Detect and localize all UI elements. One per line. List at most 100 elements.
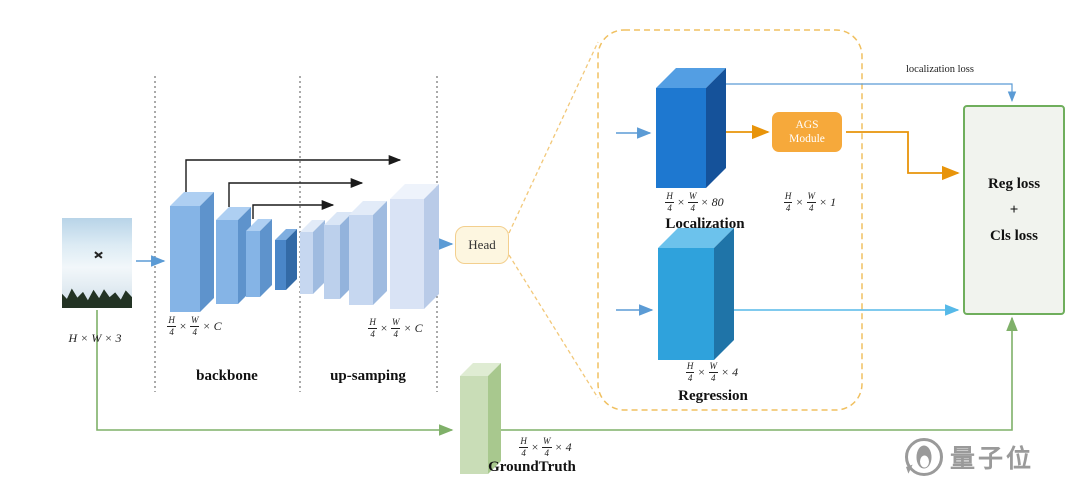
frac-den: 4: [667, 203, 672, 213]
localization-loss-arrow: [716, 83, 1017, 103]
upsampling-block-2: [324, 212, 353, 299]
front-face: [324, 225, 340, 299]
frac-den: 4: [809, 203, 814, 213]
front-face: [656, 88, 706, 188]
backbone-block-1: [170, 192, 214, 312]
dim-h: H: [68, 331, 78, 345]
backbone-block-3: [246, 219, 272, 297]
dim-tail: C: [213, 319, 222, 333]
backbone-block-4: [275, 229, 297, 290]
skip-connection-arrow: [252, 199, 335, 219]
head-label: Head: [468, 237, 496, 252]
frac-den: 4: [192, 327, 197, 337]
frac-den: 4: [393, 329, 398, 339]
penguin-belly: [919, 455, 929, 468]
frac-num: W: [189, 315, 200, 327]
front-face: [390, 199, 424, 309]
top-face: [349, 201, 387, 215]
top-face: [658, 228, 734, 248]
regression-label: Regression: [678, 388, 748, 404]
times-operator: ×: [795, 195, 804, 209]
backbone-block-2: [216, 207, 251, 304]
penguin-body: [916, 445, 932, 469]
loss-line: Reg loss: [987, 175, 1041, 192]
front-face: [275, 240, 286, 290]
groundtruth-label: GroundTruth: [488, 459, 576, 475]
top-face: [390, 184, 439, 199]
dim-c: 3: [115, 331, 122, 345]
top-face: [460, 363, 501, 376]
ags-to-loss-arrow: [846, 131, 960, 181]
times-operator: ×: [379, 321, 388, 335]
front-face: [349, 215, 373, 305]
localization-loss-label: localization loss: [906, 64, 974, 75]
dim-tail: 1: [830, 195, 837, 209]
times-operator: ×: [403, 321, 412, 335]
side-face: [286, 229, 297, 290]
frac-num: H: [685, 361, 695, 373]
frac-num: H: [167, 315, 176, 327]
frac-den: 4: [370, 329, 375, 339]
front-face: [216, 220, 238, 304]
loss-box: Reg loss + Cls loss: [963, 105, 1065, 315]
top-face: [300, 220, 325, 232]
ski-jumper-figure: [94, 250, 103, 259]
top-face: [216, 207, 251, 220]
ags-line2: Module: [789, 133, 825, 145]
loss-line: +: [1009, 201, 1019, 218]
side-face: [200, 192, 214, 312]
groundtruth-path-arrow: [96, 310, 454, 436]
upsampling-section-label: up-samping: [330, 368, 406, 384]
front-face: [170, 206, 200, 312]
frac-den: 4: [785, 203, 791, 213]
times-operator: ×: [178, 319, 187, 333]
times-operator: ×: [554, 440, 563, 454]
frac-num: H: [368, 317, 377, 329]
dim-tail: 4: [732, 365, 739, 379]
front-face: [658, 248, 714, 360]
front-face: [246, 231, 260, 297]
head-fanout-line: [508, 254, 599, 399]
frac-den: 4: [169, 327, 174, 337]
groundtruth-to-loss-arrow: [492, 316, 1018, 431]
times-operator: ×: [819, 195, 828, 209]
dim-tail: C: [414, 321, 423, 335]
ags-module: AGS Module: [772, 112, 842, 152]
skip-connection-arrow: [228, 177, 364, 207]
side-face: [313, 220, 325, 294]
input-dim-label: H × W × 3: [45, 331, 145, 346]
frac-num: H: [519, 436, 528, 448]
frac-den: 4: [544, 448, 550, 458]
times-operator: ×: [80, 331, 89, 345]
side-face: [706, 68, 726, 188]
side-face: [373, 201, 387, 305]
frac-num: W: [390, 317, 401, 329]
times-operator: ×: [530, 440, 539, 454]
top-face: [324, 212, 353, 225]
frac-num: W: [542, 436, 552, 448]
frac-den: 4: [711, 373, 716, 383]
frac-num: W: [806, 191, 816, 203]
skip-connection-arrow: [185, 154, 402, 192]
dim-tail: 4: [565, 440, 572, 454]
head-fanout-line: [508, 41, 599, 234]
side-face: [424, 184, 439, 309]
dim-w: W: [91, 331, 102, 345]
groundtruth-block: [460, 363, 501, 474]
side-face: [714, 228, 734, 360]
front-face: [460, 376, 488, 474]
loss-line: Cls loss: [990, 227, 1038, 244]
backbone-section-label: backbone: [196, 368, 258, 384]
